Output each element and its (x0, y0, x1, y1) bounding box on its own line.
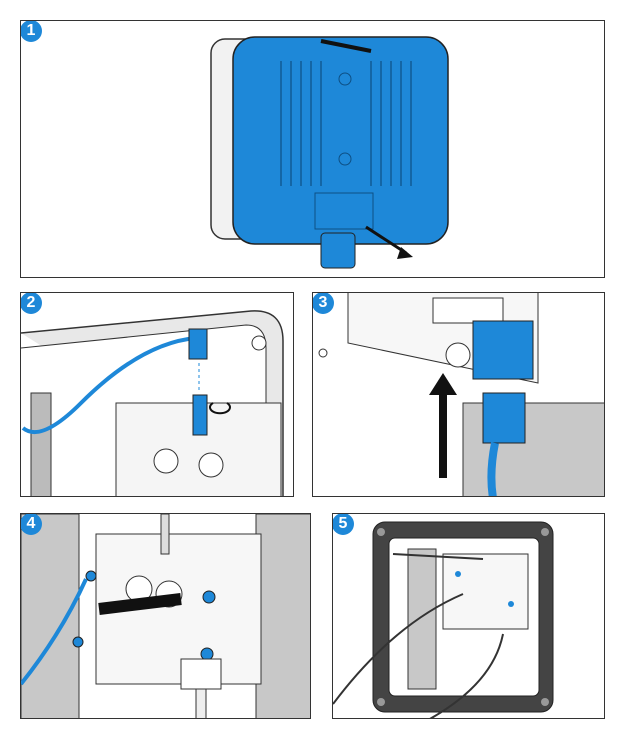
step-2-panel: 2 (20, 292, 294, 497)
ethernet-port (472, 320, 534, 380)
step-number-badge: 1 (21, 21, 42, 42)
rotate-arrow-icon (209, 402, 231, 415)
completed-assembly-illustration (333, 521, 554, 718)
arrow-icon (397, 247, 413, 259)
device-cover-removal-illustration (210, 36, 449, 269)
step-4-panel: 4 (20, 513, 311, 719)
antenna-cable-connection-illustration (21, 310, 284, 496)
step-3-panel: 3 (312, 292, 605, 497)
step-number-badge: 4 (21, 514, 42, 535)
step-5-panel: 5 (332, 513, 605, 719)
arrow-up-icon (429, 373, 457, 395)
step-number-badge: 2 (21, 293, 42, 314)
step-number-badge: 5 (333, 514, 354, 535)
antenna-cable (21, 336, 197, 434)
ethernet-cable-connection-illustration (318, 293, 604, 496)
ethernet-plug (482, 392, 526, 444)
step-1-panel: 1 (20, 20, 605, 278)
ground-wire-connection-illustration (21, 514, 310, 718)
step-number-badge: 3 (313, 293, 334, 314)
